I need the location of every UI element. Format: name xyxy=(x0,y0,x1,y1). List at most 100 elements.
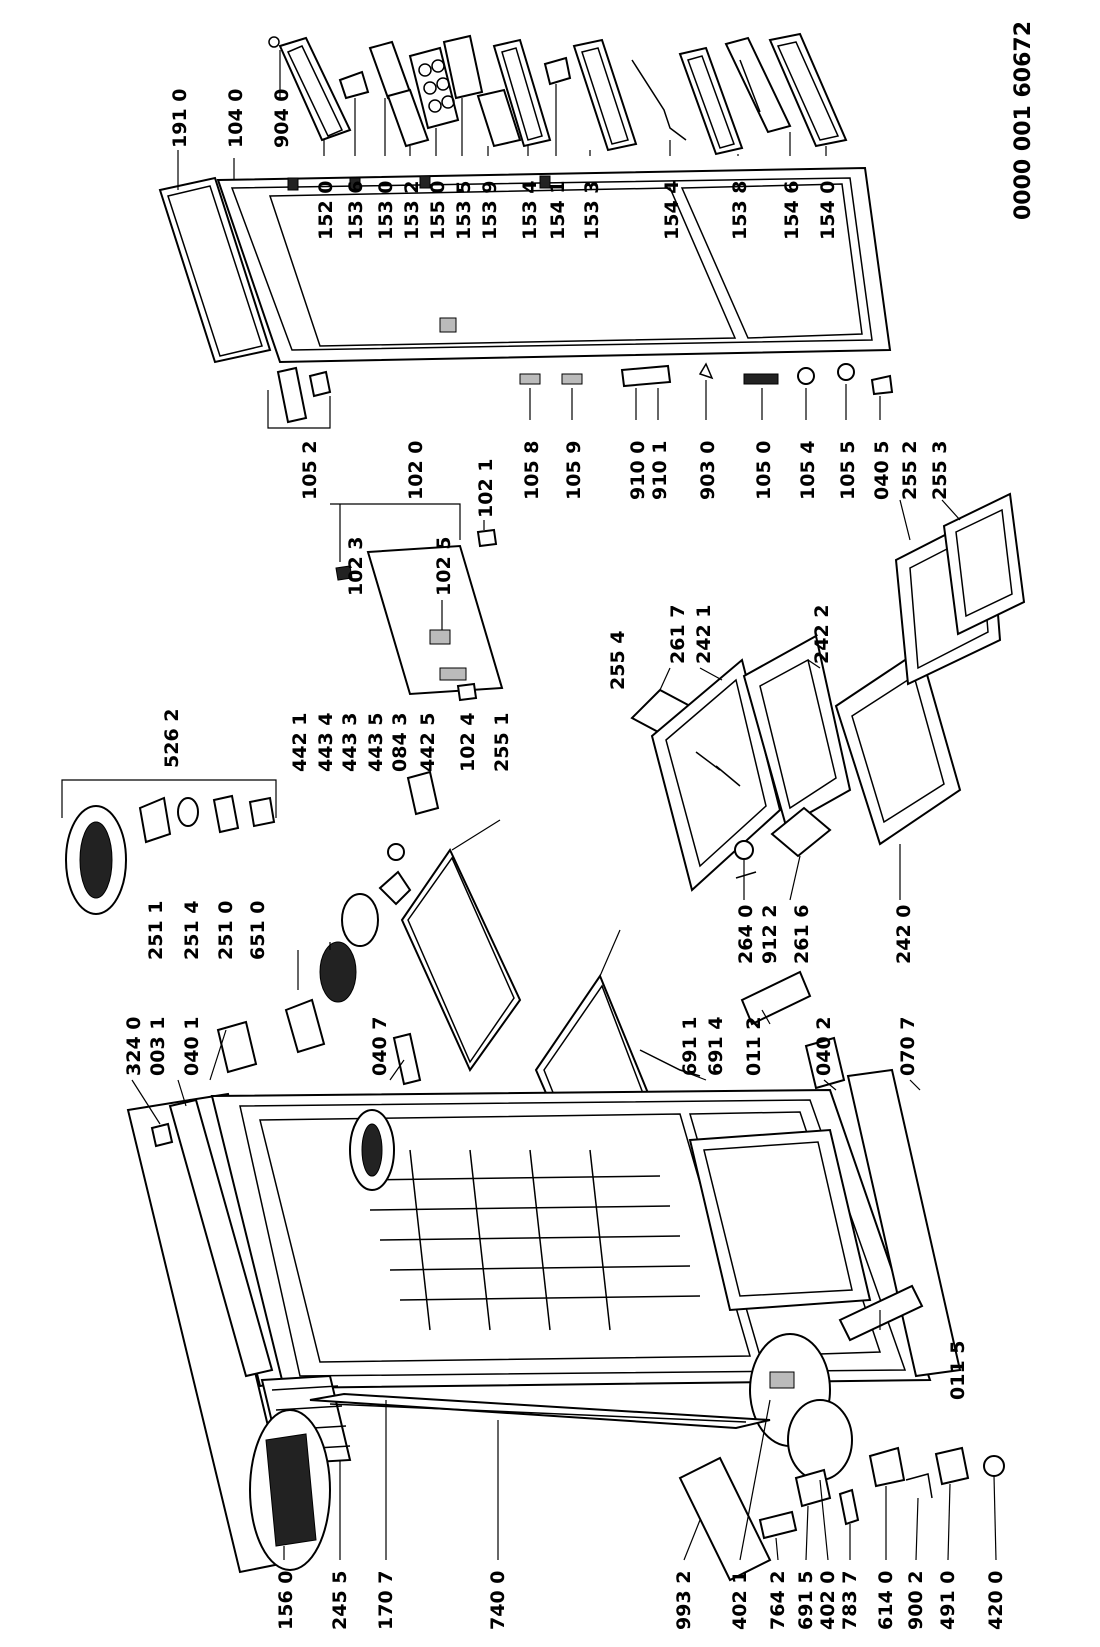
hinge-parts xyxy=(267,362,894,429)
label-104-0: 104 0 xyxy=(225,89,247,149)
part-691-5 xyxy=(794,1468,832,1508)
label-105-5: 105 5 xyxy=(837,441,859,501)
hinge-040-1 xyxy=(216,1020,258,1074)
part-910-0 xyxy=(620,364,672,388)
label-251-1: 251 1 xyxy=(145,901,167,961)
label-154-4: 154 4 xyxy=(661,181,683,241)
label-651-0: 651 0 xyxy=(247,901,269,961)
label-102-3: 102 3 xyxy=(345,537,367,597)
label-420-0: 420 0 xyxy=(985,1571,1007,1631)
door-assembly xyxy=(158,32,892,364)
door-balcony-152 xyxy=(278,36,352,142)
part-105-4 xyxy=(797,367,815,385)
label-910-1: 910 1 xyxy=(649,441,671,501)
part-003-1 xyxy=(168,1098,274,1378)
strip-011-2 xyxy=(740,970,812,1026)
label-614-0: 614 0 xyxy=(875,1571,897,1631)
part-903-0 xyxy=(698,362,714,380)
strip-011-5 xyxy=(838,1284,924,1342)
relay-614-0 xyxy=(868,1446,906,1488)
part-783-7 xyxy=(838,1488,860,1526)
label-153-4: 153 4 xyxy=(519,181,541,241)
door-bin-153-9 xyxy=(476,88,522,148)
label-442-5: 442 5 xyxy=(417,713,439,773)
label-255-4: 255 4 xyxy=(607,631,629,691)
drawer-rail-261-6 xyxy=(770,806,832,858)
part-labels: 191 0 104 0 904 0 152 0 153 6 153 0 153 … xyxy=(123,21,1036,1630)
part-102-1 xyxy=(476,528,498,548)
fan-443-4 xyxy=(319,941,357,1003)
part-251-0 xyxy=(212,794,240,834)
label-084-3: 084 3 xyxy=(389,713,411,773)
door-handle-slot xyxy=(439,317,457,333)
label-105-4: 105 4 xyxy=(797,441,819,501)
ring-084-3 xyxy=(387,843,405,861)
part-040-5 xyxy=(870,374,894,396)
door-balcony-153-8 xyxy=(678,46,744,156)
label-102-4: 102 4 xyxy=(457,713,479,773)
part-102-3 xyxy=(335,565,353,581)
label-040-5: 040 5 xyxy=(871,441,893,501)
part-324-0 xyxy=(150,1122,174,1148)
door-balcony-154-0 xyxy=(768,32,848,148)
drawers xyxy=(630,492,1026,901)
part-420-0 xyxy=(983,1455,1005,1477)
label-152-0: 152 0 xyxy=(315,181,337,241)
label-255-2: 255 2 xyxy=(899,441,921,501)
cover-plate-assembly xyxy=(330,503,504,702)
label-402-1: 402 1 xyxy=(729,1571,751,1631)
label-153-2: 153 2 xyxy=(401,181,423,241)
label-691-4: 691 4 xyxy=(705,1017,727,1077)
document-code: 0000 001 60672 xyxy=(1011,21,1036,220)
label-251-0: 251 0 xyxy=(215,901,237,961)
drawer-242-1 xyxy=(650,658,782,892)
label-245-5: 245 5 xyxy=(329,1571,351,1631)
label-443-3: 443 3 xyxy=(339,713,361,773)
label-070-7: 070 7 xyxy=(897,1017,919,1077)
door-panel xyxy=(216,166,892,364)
label-105-2: 105 2 xyxy=(299,441,321,501)
egg-tray-155-0 xyxy=(408,46,460,130)
door-stop-904-0 xyxy=(268,36,280,48)
label-040-1: 040 1 xyxy=(181,1017,203,1077)
label-242-1: 242 1 xyxy=(693,605,715,665)
wire-154-4 xyxy=(631,59,687,141)
lamp-cover xyxy=(678,1456,772,1582)
hinge-040-2 xyxy=(804,1036,846,1090)
door-bin-153-5 xyxy=(442,34,484,100)
part-264-0 xyxy=(734,840,754,860)
label-526-2: 526 2 xyxy=(161,709,183,769)
label-242-0: 242 0 xyxy=(893,905,915,965)
label-443-5: 443 5 xyxy=(365,713,387,773)
label-153-5: 153 5 xyxy=(453,181,475,241)
part-251-4 xyxy=(177,797,199,827)
label-105-0: 105 0 xyxy=(753,441,775,501)
label-040-7: 040 7 xyxy=(369,1017,391,1077)
plinth-070-7 xyxy=(846,1068,962,1378)
part-764-2 xyxy=(758,1510,798,1540)
part-651-0 xyxy=(248,796,276,828)
label-740-0: 740 0 xyxy=(487,1571,509,1631)
door-clip xyxy=(349,177,361,191)
label-324-0: 324 0 xyxy=(123,1017,145,1077)
cover-plate-102-0 xyxy=(366,544,504,696)
fan-blade-443-5 xyxy=(378,870,412,906)
label-264-0: 264 0 xyxy=(735,905,757,965)
label-491-0: 491 0 xyxy=(937,1571,959,1631)
label-153-8: 153 8 xyxy=(729,181,751,241)
door-bracket-154-1 xyxy=(543,56,572,86)
label-904-0: 904 0 xyxy=(271,89,293,149)
hinge-105-2 xyxy=(276,366,308,424)
label-261-7: 261 7 xyxy=(667,605,689,665)
label-154-0: 154 0 xyxy=(817,181,839,241)
door-clip xyxy=(539,175,551,189)
screw-912-2 xyxy=(735,871,757,879)
label-102-5: 102 5 xyxy=(433,537,455,597)
label-255-1: 255 1 xyxy=(491,713,513,773)
hinge-pin xyxy=(308,370,332,398)
bottle-holder-153-0 xyxy=(368,40,430,148)
label-011-5: 011 5 xyxy=(947,1341,969,1401)
glass-shelf-255-1 xyxy=(400,847,522,1072)
door-balcony-153-4 xyxy=(492,38,552,148)
